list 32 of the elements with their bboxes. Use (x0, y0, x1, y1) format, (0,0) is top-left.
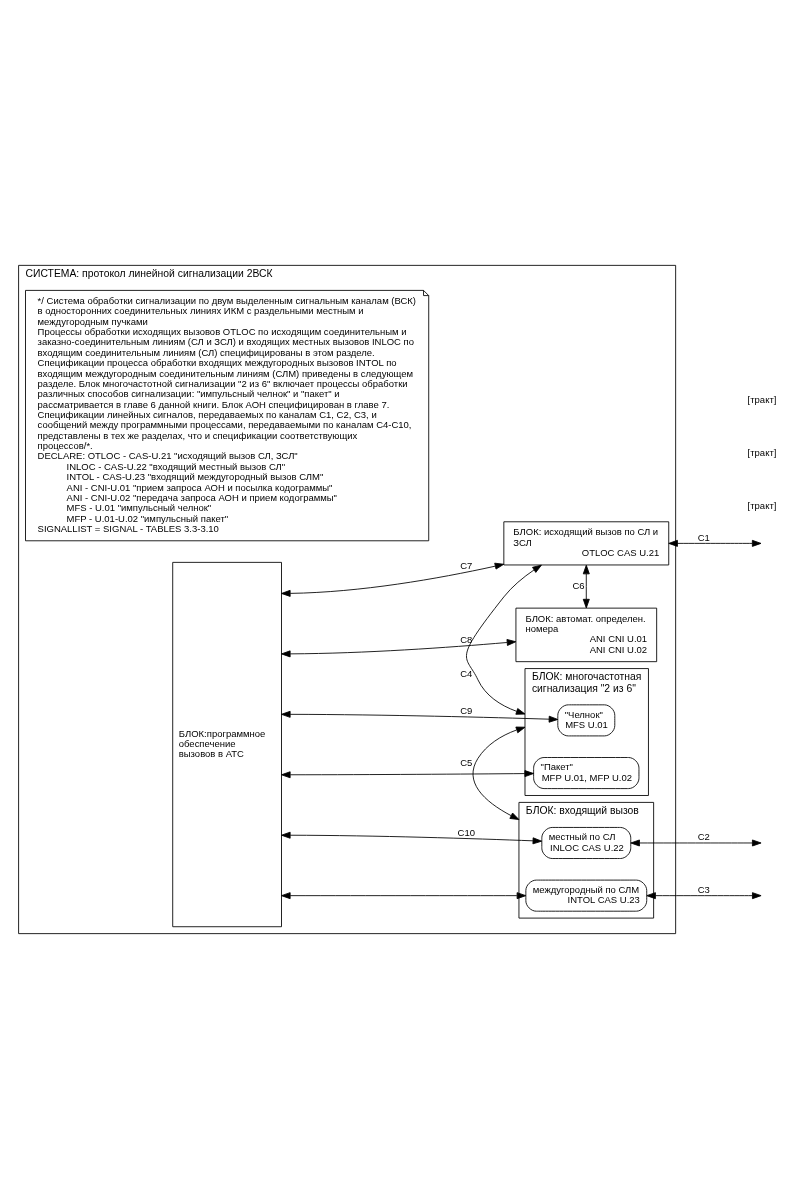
node-box: БЛОК: автомат. определен. номера ANI CNI U.01 ANI CNI U.02 (515, 607, 658, 662)
edge-label: C10 (457, 826, 475, 838)
arrow (466, 564, 542, 715)
arrow (281, 831, 543, 844)
arrow (582, 564, 590, 608)
arrow (630, 839, 762, 846)
arrow (646, 891, 762, 899)
edge-label: C3 (697, 883, 710, 895)
node-box: БЛОК: исходящий вызов по СЛ и ЗСЛ OTLOC CAS U.21 (503, 520, 670, 565)
edge-label: C1 (697, 531, 710, 543)
label: [тракт] (747, 499, 777, 511)
node-box: местный по СЛ INLOC CAS U.22 (541, 826, 632, 859)
arrow (281, 710, 559, 723)
edge-label: C7 (460, 559, 473, 571)
label: [тракт] (747, 393, 777, 405)
node-box: "Пакет" MFP U.01, MFP U.02 (533, 756, 640, 789)
edge-label: C8 (460, 633, 473, 645)
edge-label: C9 (460, 704, 473, 716)
arrow (472, 726, 526, 820)
node-box: БЛОК:программное обеспечение вызовов в АТС (172, 561, 282, 927)
edge-label: C5 (460, 756, 473, 768)
arrow (281, 769, 534, 778)
node-box: междугородный по СЛМ INTOL CAS U.23 (525, 879, 648, 912)
arrow (668, 539, 762, 547)
arrow (281, 891, 527, 899)
arrow (281, 562, 505, 597)
edge-label: C4 (460, 667, 473, 679)
arrow (281, 638, 517, 657)
edge-label: C2 (697, 830, 710, 842)
node-box: "Челнок" MFS U.01 (557, 703, 616, 736)
label: [тракт] (747, 446, 777, 458)
edge-label: C6 (572, 579, 585, 591)
